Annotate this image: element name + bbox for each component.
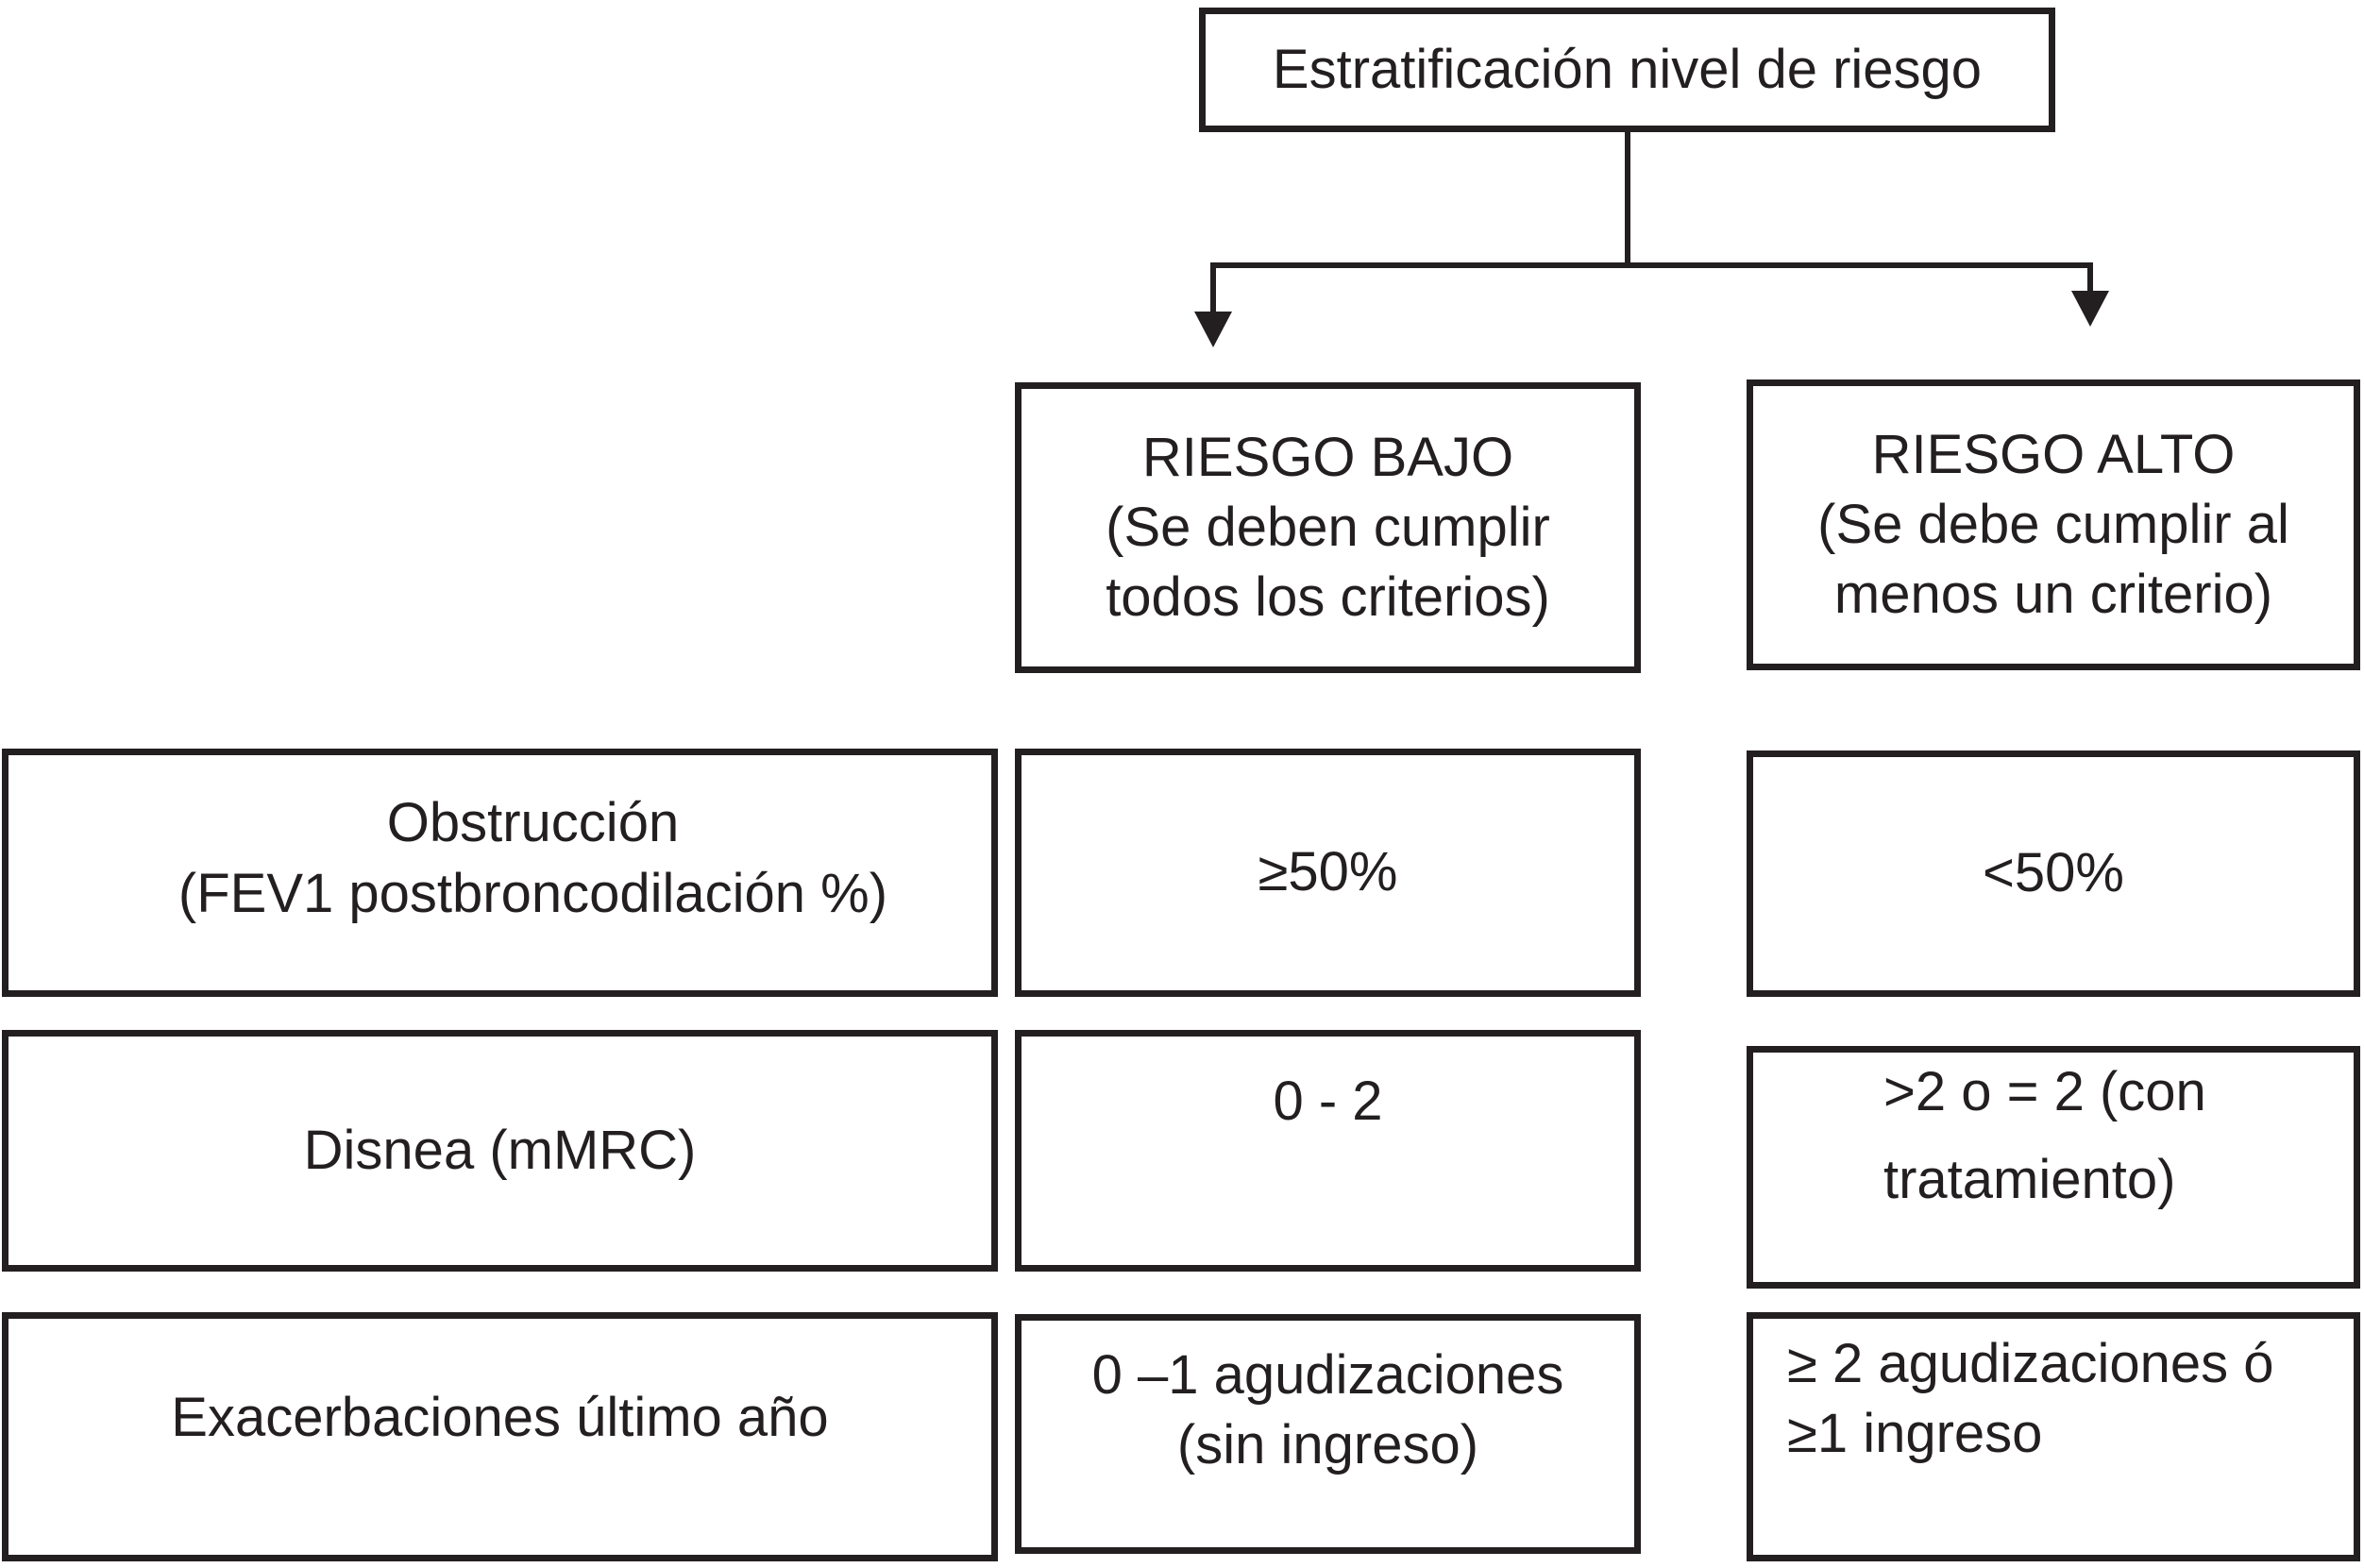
- cell-exacerbaciones-riesgo-bajo: 0 –1 agudizaciones (sin ingreso): [1015, 1314, 1641, 1554]
- cell-disnea-riesgo-alto: >2 o = 2 (con tratamiento): [1747, 1046, 2360, 1289]
- connector-left-drop-line: [1210, 262, 1216, 313]
- criterion-obstruccion-box: Obstrucción (FEV1 postbroncodilación %): [2, 749, 998, 997]
- cell-exacerbaciones-riesgo-alto: ≥ 2 agudizaciones ó ≥1 ingreso: [1747, 1312, 2360, 1561]
- cell-obstruccion-riesgo-bajo: ≥50%: [1015, 749, 1641, 997]
- criterion-disnea-box: Disnea (mMRC): [2, 1030, 998, 1272]
- connector-right-drop-line: [2087, 262, 2093, 293]
- connector-horizontal-line: [1210, 262, 2093, 268]
- criterion-exacerbaciones-box: Exacerbaciones último año: [2, 1312, 998, 1561]
- cell-disnea-riesgo-bajo: 0 - 2: [1015, 1030, 1641, 1272]
- root-node-estratificacion: Estratificación nivel de riesgo: [1199, 8, 2055, 132]
- connector-stem-line: [1625, 132, 1630, 266]
- branch-riesgo-bajo-box: RIESGO BAJO (Se deben cumplir todos los …: [1015, 382, 1641, 673]
- arrow-down-icon: [2071, 291, 2109, 327]
- arrow-down-icon: [1194, 312, 1232, 347]
- branch-riesgo-alto-box: RIESGO ALTO (Se debe cumplir al menos un…: [1747, 379, 2360, 670]
- cell-obstruccion-riesgo-alto: <50%: [1747, 750, 2360, 997]
